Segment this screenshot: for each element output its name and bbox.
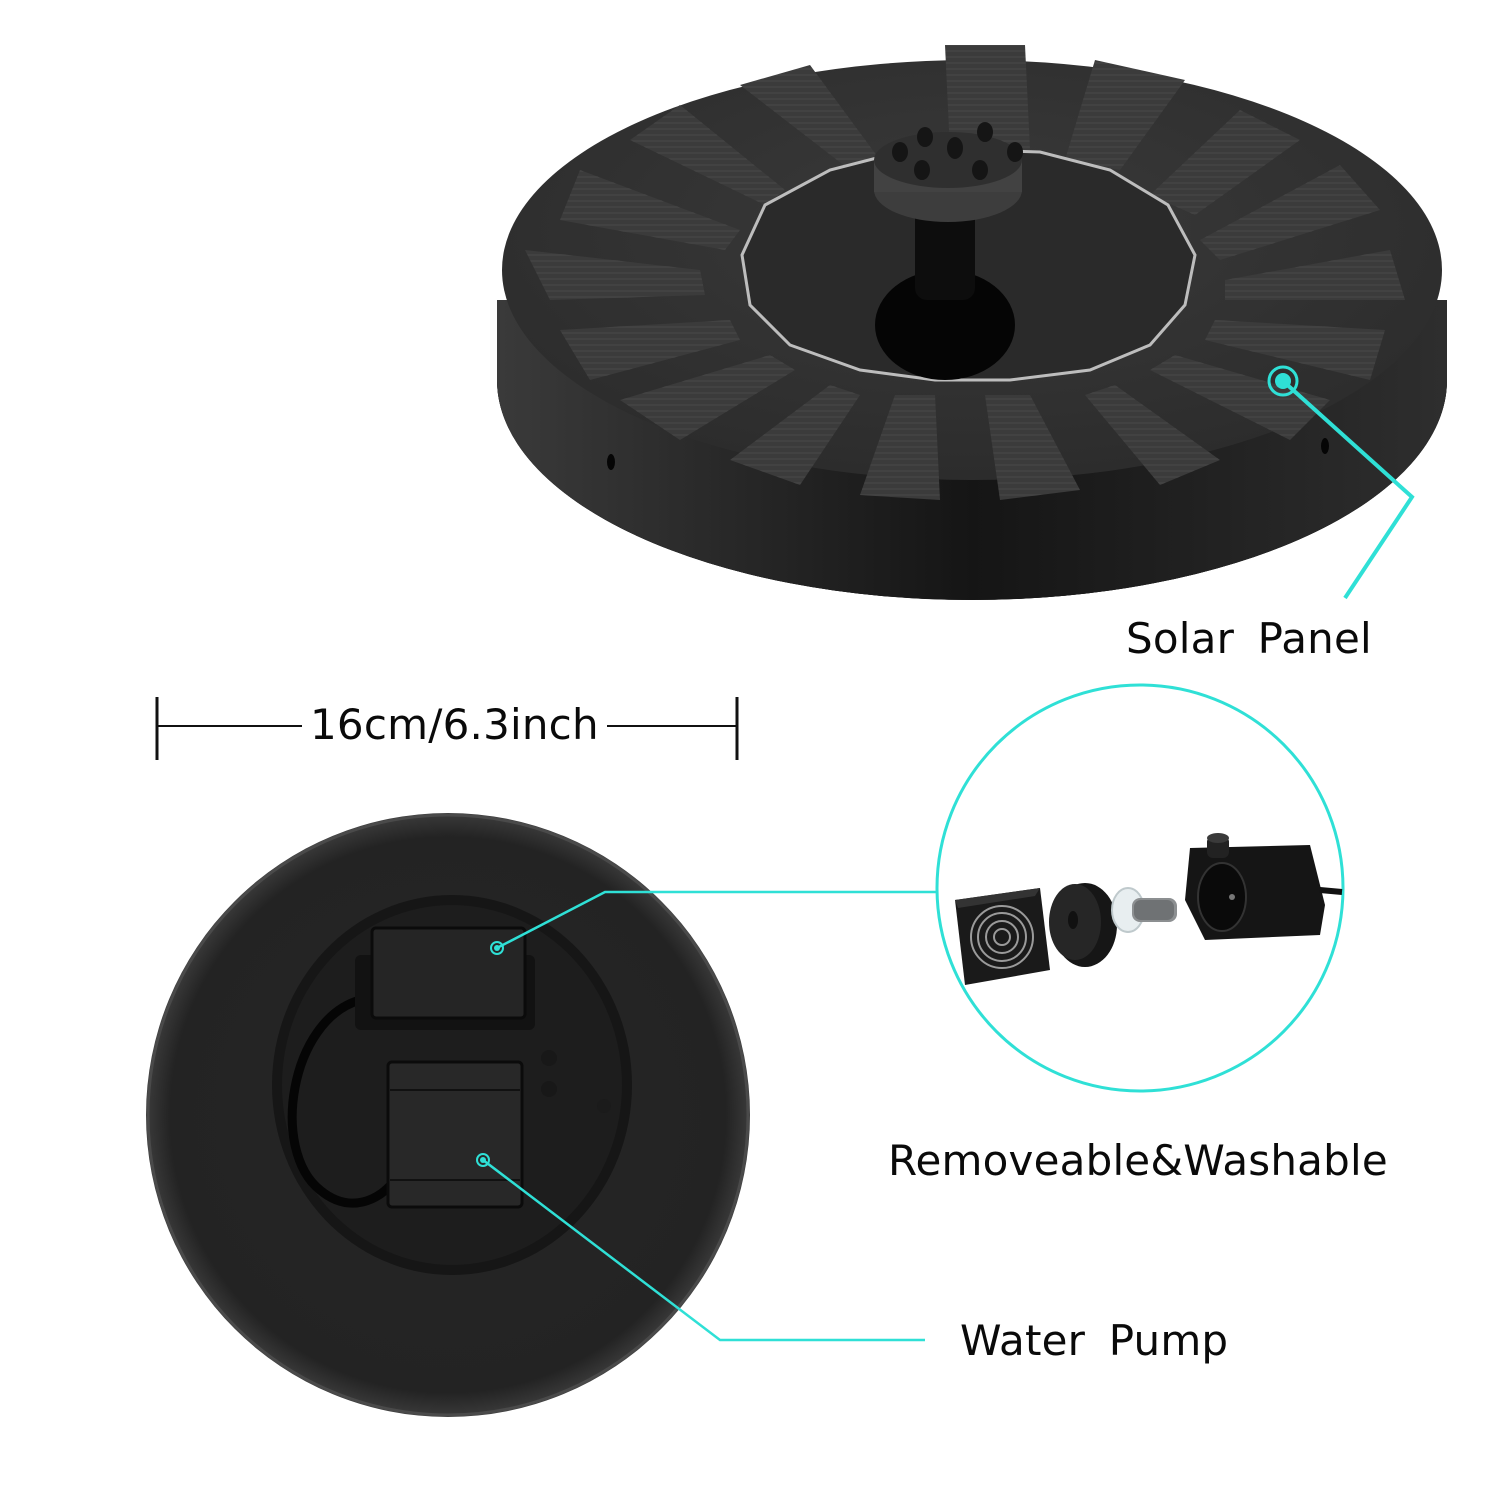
pump-housing-lower	[386, 1060, 524, 1209]
power-cable	[287, 995, 399, 1208]
impeller	[1111, 887, 1177, 933]
solar-fountain-top-view	[497, 45, 1447, 600]
solar-fountain-bottom-view	[146, 813, 750, 1417]
water-pump-label: Water Pump	[960, 1316, 1229, 1365]
nozzle-jets	[892, 122, 1023, 180]
solar-panel-label: Solar Panel	[1126, 614, 1372, 663]
washable-callout	[490, 890, 937, 955]
solar-panel-callout	[1267, 365, 1415, 600]
pump-parts-detail	[935, 683, 1345, 1093]
nozzle-shadow	[875, 270, 1015, 380]
pump-housing-upper	[370, 926, 527, 1020]
spray-nozzle-head	[874, 122, 1023, 222]
removeable-washable-label: Removeable&Washable	[888, 1136, 1388, 1185]
water-pump-callout	[476, 1153, 925, 1342]
drain-hole-right	[1321, 438, 1329, 454]
pump-body	[1185, 833, 1343, 940]
solar-cells	[525, 45, 1405, 500]
filter-cover	[955, 888, 1050, 985]
detail-circle-frame	[935, 683, 1345, 1093]
dimension-label: 16cm/6.3inch	[302, 700, 607, 749]
drain-hole-left	[607, 454, 615, 470]
impeller-cap	[1049, 883, 1117, 967]
